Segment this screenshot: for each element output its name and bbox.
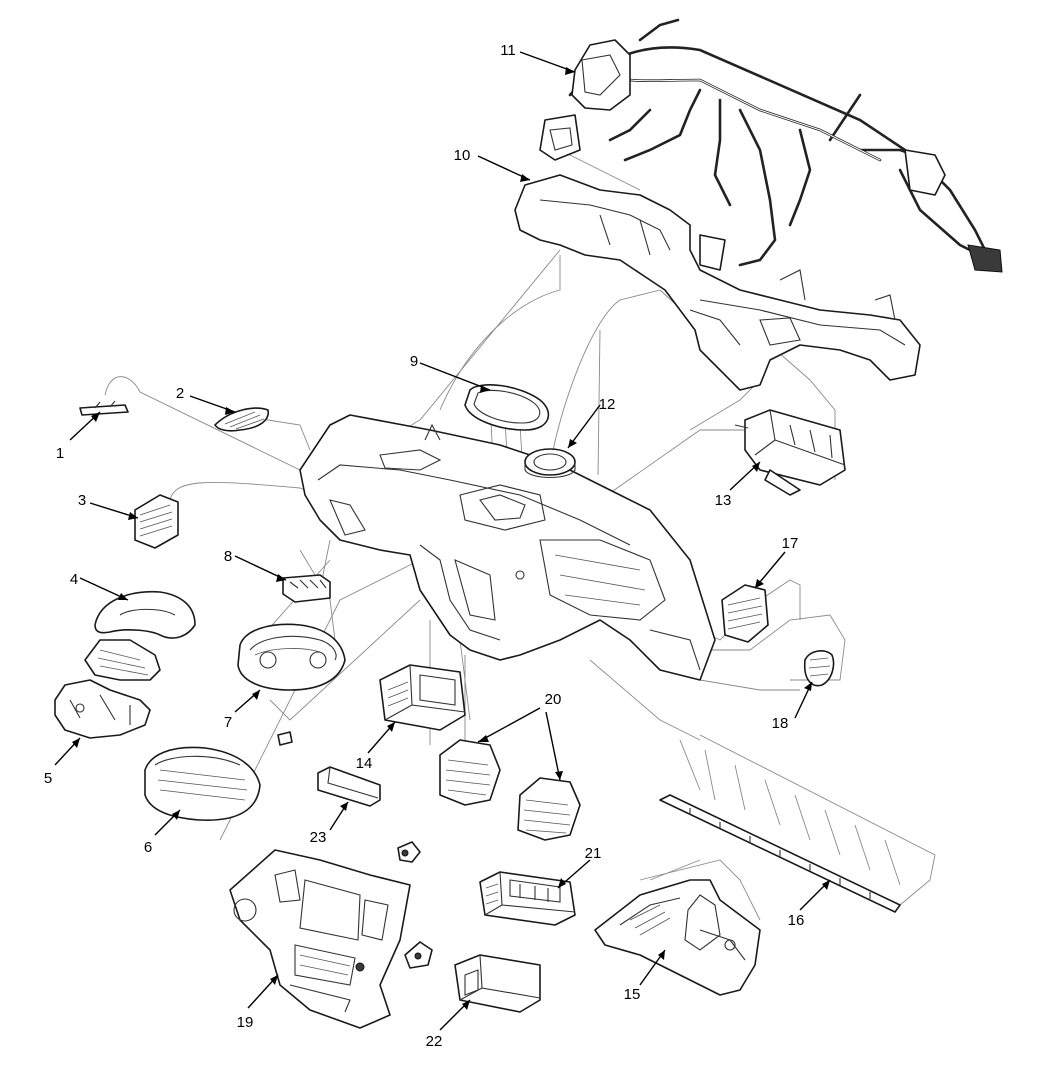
arrowhead-19	[270, 975, 278, 985]
callout-2: 2	[176, 385, 184, 402]
part-16-trim-strip	[659, 794, 901, 913]
arrowhead-20a	[478, 735, 489, 742]
arrowhead-14	[387, 722, 395, 732]
callout-6: 6	[144, 839, 152, 856]
part-1-clip	[79, 400, 129, 416]
callout-12: 12	[599, 396, 616, 413]
callout-10: 10	[454, 147, 471, 164]
callout-18: 18	[772, 715, 789, 732]
part-4-upper-shroud	[94, 590, 196, 639]
part-2-side-nozzle	[214, 407, 269, 432]
callout-labels: 1 2 3 4 5 6 7 8 9 10 11 12 13 14 15 16 1…	[44, 42, 805, 1050]
part-10-cowl-cross-bar	[514, 174, 921, 391]
part-18-side-defroster-right	[803, 650, 835, 687]
part-switch-cover	[84, 639, 161, 681]
leader-12	[567, 404, 601, 449]
callout-16: 16	[788, 912, 805, 929]
part-8-switch-block	[282, 574, 331, 603]
callout-17: 17	[782, 535, 799, 552]
callout-4: 4	[70, 571, 78, 588]
part-12-speaker	[524, 448, 576, 479]
callout-11: 11	[500, 42, 516, 59]
part-22-storage-box	[454, 954, 541, 1013]
part-6-cluster-fascia	[144, 746, 261, 821]
arrowhead-8	[276, 574, 286, 582]
arrowhead-10	[520, 174, 530, 182]
part-23-bezel	[317, 766, 381, 807]
arrowhead-11	[565, 67, 575, 75]
leader-10	[477, 155, 531, 181]
arrowhead-6	[172, 810, 180, 820]
callout-1: 1	[56, 445, 64, 462]
part-9-gasket	[464, 384, 550, 431]
arrowhead-16	[822, 880, 830, 890]
callout-9: 9	[410, 353, 418, 370]
part-20-center-vent-left	[439, 739, 501, 806]
part-20-center-vent-right	[517, 777, 581, 841]
callout-5: 5	[44, 770, 52, 787]
callout-arrowheads	[72, 67, 830, 1010]
callout-19: 19	[237, 1014, 254, 1031]
part-small-knob-2	[404, 941, 433, 969]
part-13-airbag-module	[734, 409, 846, 496]
leader-9	[419, 362, 491, 391]
part-15-lower-panel	[594, 879, 761, 996]
part-7-instrument-cluster	[237, 623, 346, 691]
callout-14: 14	[356, 755, 373, 772]
part-11-wiring-harness	[539, 18, 1003, 273]
callout-3: 3	[78, 492, 86, 509]
part-small-knob	[397, 841, 421, 863]
callout-15: 15	[624, 986, 641, 1003]
arrowhead-18	[804, 682, 812, 691]
part-17-side-vent-right	[721, 584, 769, 643]
arrowhead-15	[658, 950, 665, 960]
arrowhead-4	[118, 593, 128, 600]
part-19-center-fascia	[229, 849, 411, 1029]
callout-8: 8	[224, 548, 232, 565]
callout-22: 22	[426, 1033, 443, 1050]
arrowhead-1	[91, 412, 100, 422]
small-connector	[277, 731, 293, 746]
arrowhead-7	[252, 690, 260, 700]
arrowhead-13	[752, 462, 760, 472]
arrowhead-12	[568, 439, 577, 448]
arrowhead-2	[225, 407, 235, 415]
arrowhead-22	[462, 1000, 470, 1010]
callout-20: 20	[545, 691, 562, 708]
arrowhead-23	[340, 802, 348, 811]
arrowhead-9	[480, 385, 490, 393]
part-5-lower-shroud	[54, 679, 151, 739]
part-21-heater-control	[479, 871, 576, 926]
arrowhead-17	[755, 579, 764, 588]
callout-7: 7	[224, 714, 232, 731]
arrowhead-20b	[555, 771, 563, 780]
part-14-audio-unit	[379, 664, 466, 731]
callout-23: 23	[310, 829, 327, 846]
callout-13: 13	[715, 492, 732, 509]
arrowhead-5	[72, 738, 80, 748]
part-3-side-vent	[134, 494, 179, 549]
leader-20b	[545, 711, 561, 781]
crash-pad-main-panel	[299, 414, 716, 681]
leader-20a	[477, 707, 541, 743]
arrowhead-21	[558, 878, 566, 888]
arrowhead-3	[128, 512, 138, 520]
callout-21: 21	[585, 845, 602, 862]
